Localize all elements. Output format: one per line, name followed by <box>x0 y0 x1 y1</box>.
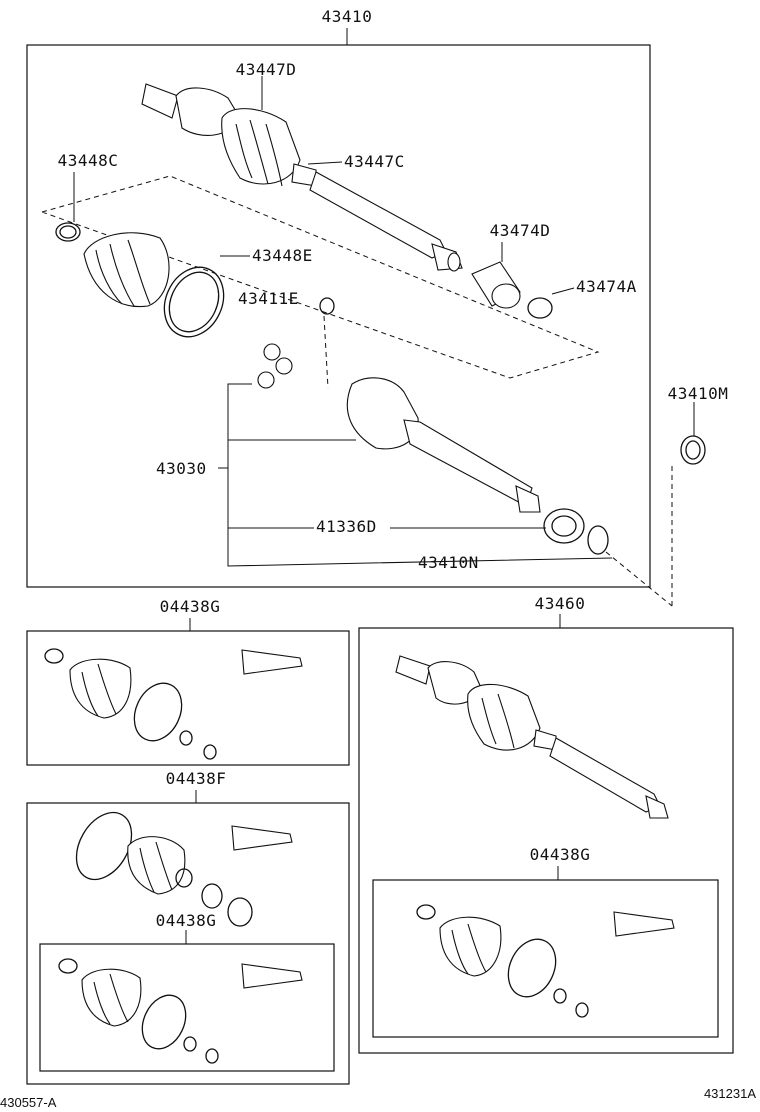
frame-04438G <box>26 630 350 766</box>
assembly-43460: 43460 04438G <box>358 594 734 1054</box>
kit-04438G: 04438G <box>26 597 350 766</box>
label-43448C[interactable]: 43448C <box>58 151 119 170</box>
frame-04438G-nested <box>39 943 335 1072</box>
label-43030[interactable]: 43030 <box>156 459 207 478</box>
damper-clamp-drawing <box>527 297 553 319</box>
assembly-43410: 43410 43447D 43447C 43448C <box>26 7 673 607</box>
snap-ring-drawing <box>319 297 335 315</box>
label-43411E[interactable]: 43411E <box>238 289 299 308</box>
boot-clamp-small-drawing <box>55 222 81 242</box>
label-43474A[interactable]: 43474A <box>576 277 637 296</box>
label-04438G-right[interactable]: 04438G <box>530 845 591 864</box>
inboard-boot-drawing <box>83 232 170 308</box>
label-41336D[interactable]: 41336D <box>316 517 377 536</box>
frame-04438F <box>26 802 350 1085</box>
frame-43460 <box>358 627 734 1054</box>
label-43410[interactable]: 43410 <box>322 7 373 26</box>
label-43410N[interactable]: 43410N <box>418 553 479 572</box>
label-43448E[interactable]: 43448E <box>252 246 313 265</box>
inboard-joint-drawing <box>257 343 541 513</box>
footer-left-code: 430557-A <box>0 1095 57 1110</box>
outboard-shaft-drawing <box>141 83 463 272</box>
kit-04438F: 04438F 04438G <box>26 769 350 1085</box>
frame-43410 <box>26 44 651 588</box>
label-04438F[interactable]: 04438F <box>166 769 227 788</box>
label-43460[interactable]: 43460 <box>535 594 586 613</box>
label-43447D[interactable]: 43447D <box>236 60 297 79</box>
label-43447C[interactable]: 43447C <box>344 152 405 171</box>
label-04438G[interactable]: 04438G <box>160 597 221 616</box>
label-43410M[interactable]: 43410M <box>668 384 729 403</box>
frame-04438G-right <box>372 879 719 1038</box>
damper-drawing <box>471 261 521 309</box>
oil-seal-43410M: 43410M <box>668 384 729 606</box>
hole-snap-ring-drawing <box>587 525 609 555</box>
footer-right-code: 431231A <box>704 1086 756 1101</box>
bearing-drawing <box>543 508 585 544</box>
boot-clamp-large-drawing <box>163 266 225 338</box>
label-04438G-nested[interactable]: 04438G <box>156 911 217 930</box>
label-43474D[interactable]: 43474D <box>490 221 551 240</box>
